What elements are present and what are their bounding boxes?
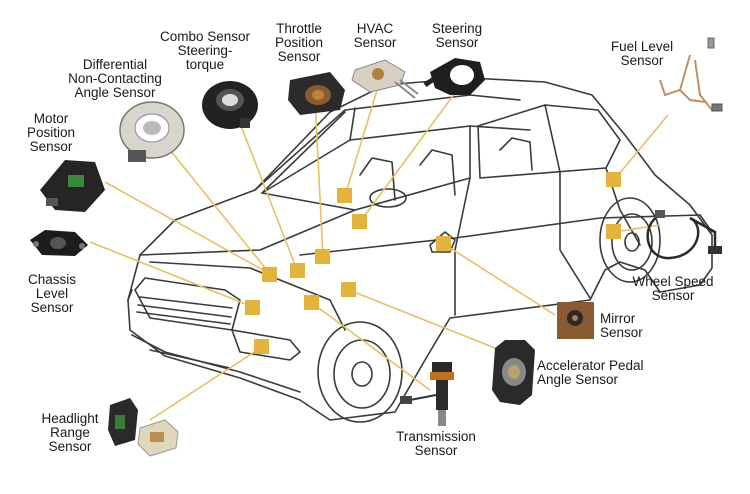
car-outline: [127, 77, 713, 423]
steering-sensor-icon: [423, 58, 485, 95]
chassis-level-sensor-icon: [30, 230, 88, 256]
marker-throttle: [315, 249, 330, 264]
hvac-sensor-icon: [351, 59, 419, 99]
marker-fuel: [606, 172, 621, 187]
marker-differential: [262, 267, 277, 282]
label-wheel-speed-sensor: Wheel Speed Sensor: [632, 274, 714, 303]
transmission-sensor-icon: [400, 362, 454, 426]
label-chassis-level-sensor: Chassis Level Sensor: [27, 272, 76, 315]
marker-mirror: [436, 236, 451, 251]
sensor-markers: [245, 172, 621, 354]
marker-combo: [290, 263, 305, 278]
label-hvac-sensor: HVAC Sensor: [353, 21, 397, 50]
wheel-speed-sensor-icon: [646, 210, 722, 260]
fuel-level-sensor-icon: [659, 37, 723, 112]
throttle-sensor-icon: [288, 72, 345, 115]
connector-lines: [89, 86, 669, 421]
headlight-range-sensor-icon: [108, 398, 179, 457]
mirror-sensor-icon: [557, 302, 594, 339]
combo-sensor-icon: [202, 81, 258, 129]
marker-wheel: [606, 224, 621, 239]
label-fuel-level-sensor: Fuel Level Sensor: [610, 39, 674, 68]
marker-accelerator: [341, 282, 356, 297]
marker-headlight: [254, 339, 269, 354]
marker-chassis: [245, 300, 260, 315]
label-mirror-sensor: Mirror Sensor: [600, 311, 643, 340]
label-accelerator-pedal-sensor: Accelerator Pedal Angle Sensor: [537, 358, 644, 387]
label-steering-sensor: Steering Sensor: [431, 21, 483, 50]
motor-position-sensor-icon: [40, 160, 105, 212]
label-transmission-sensor: Transmission Sensor: [396, 429, 476, 458]
marker-transmission: [304, 295, 319, 310]
label-throttle-sensor: Throttle Position Sensor: [274, 21, 324, 64]
differential-sensor-icon: [119, 101, 185, 162]
label-motor-position-sensor: Motor Position Sensor: [26, 111, 76, 154]
marker-steering: [352, 214, 367, 229]
marker-hvac: [337, 188, 352, 203]
label-differential-sensor: Differential Non-Contacting Angle Sensor: [68, 57, 162, 100]
accelerator-pedal-sensor-icon: [492, 340, 535, 405]
label-combo-sensor: Combo Sensor Steering- torque: [159, 29, 251, 72]
label-headlight-range-sensor: Headlight Range Sensor: [41, 411, 99, 454]
